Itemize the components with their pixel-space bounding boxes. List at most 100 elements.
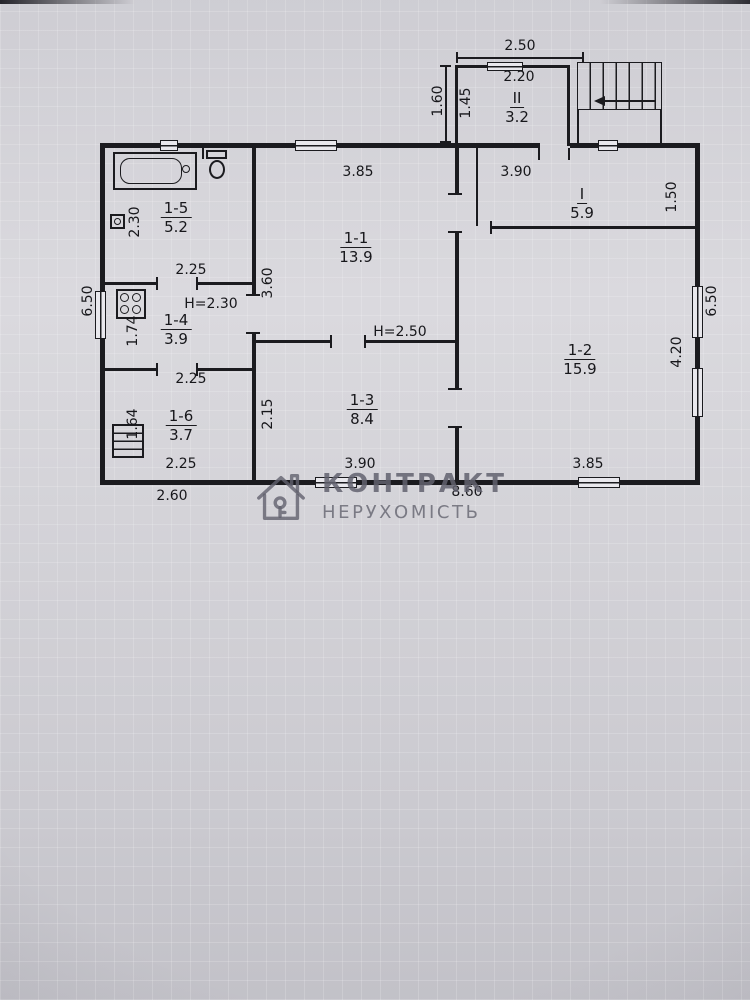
room-area: 5.2 <box>164 217 188 236</box>
sink-fixture <box>110 214 125 229</box>
window-symbol <box>578 477 620 488</box>
dim-bottom-left-outer: 2.60 <box>156 488 188 504</box>
bathtub-fixture <box>113 152 197 190</box>
stove-fixture <box>116 289 146 319</box>
stove-burner <box>120 305 129 314</box>
watermark-subtitle: НЕРУХОМІСТЬ <box>322 502 481 523</box>
toilet-fixture <box>206 150 227 159</box>
door-jamb-tick <box>448 426 462 428</box>
photo-edge-shadow <box>0 0 750 4</box>
wall <box>366 340 459 343</box>
room-area: 15.9 <box>563 359 597 378</box>
watermark-text: КОНТРАКТ НЕРУХОМІСТЬ <box>322 470 507 523</box>
room-area: 3.7 <box>169 425 193 444</box>
dim-room12-depth: 4.20 <box>669 336 685 368</box>
window-symbol <box>95 291 106 339</box>
wall <box>455 65 458 143</box>
partition-stub <box>202 145 204 159</box>
window-symbol <box>160 140 178 151</box>
wall <box>455 233 459 390</box>
wall <box>567 65 570 146</box>
dim-room16-width: 2.25 <box>165 456 197 472</box>
wall <box>100 368 158 371</box>
room-area: 3.9 <box>164 329 188 348</box>
window-symbol <box>487 62 523 71</box>
room-number: 1-6 <box>165 408 197 426</box>
wall <box>254 340 332 343</box>
door-jamb-tick <box>196 363 198 376</box>
dimension-line <box>457 57 583 59</box>
dimension-tick <box>582 52 584 63</box>
dim-room14-width: 2.25 <box>175 371 207 387</box>
wall <box>492 226 695 229</box>
wall <box>455 428 459 485</box>
boiler-fixture <box>112 424 144 458</box>
window-symbol <box>692 286 703 338</box>
dimension-tick <box>440 141 451 143</box>
bathtub-inner <box>120 158 182 184</box>
room-label-1-6: 1-6 3.7 <box>165 408 197 444</box>
room-number: 1-3 <box>346 392 378 410</box>
room-label-II: II 3.2 <box>505 90 529 126</box>
dim-left-outer: 6.50 <box>80 285 96 317</box>
stairs-direction-line <box>604 100 656 102</box>
room-number: 1-2 <box>564 342 596 360</box>
door-jamb-tick <box>448 193 462 195</box>
door-jamb-tick <box>196 277 198 290</box>
wall <box>100 480 700 485</box>
room-area: 8.4 <box>350 409 374 428</box>
room-area: 13.9 <box>339 247 373 266</box>
dim-room11-width: 3.85 <box>342 164 374 180</box>
room-number: I <box>576 186 588 204</box>
door-jamb-tick <box>156 277 158 290</box>
dim-right-outer: 6.50 <box>704 285 720 317</box>
door-jamb-tick <box>246 294 260 296</box>
toilet-bowl <box>209 160 225 179</box>
wall <box>252 143 256 295</box>
flue-shaft-wall <box>476 146 478 226</box>
agency-watermark: КОНТРАКТ НЕРУХОМІСТЬ <box>252 468 552 526</box>
dim-room15-depth: 2.30 <box>127 206 143 238</box>
room-number: 1-4 <box>160 312 192 330</box>
door-jamb-tick <box>538 148 540 160</box>
wall <box>570 143 700 148</box>
room-label-1-5: 1-5 5.2 <box>160 200 192 236</box>
dim-room11-depth: 3.60 <box>260 267 276 299</box>
dimension-tick <box>456 52 458 63</box>
dim-annex-depth-inner: 1.45 <box>458 87 474 119</box>
stove-burner <box>120 293 129 302</box>
porch-line <box>660 110 662 143</box>
dim-room13-depth: 2.15 <box>260 398 276 430</box>
dim-annex-width-inner: 2.20 <box>503 69 535 85</box>
stairs-direction-arrow-icon <box>594 96 605 106</box>
stove-burner <box>132 293 141 302</box>
room-label-1-1: 1-1 13.9 <box>339 230 372 266</box>
house-key-icon <box>257 474 305 520</box>
door-jamb-tick <box>490 221 492 234</box>
window-symbol <box>598 140 618 151</box>
door-jamb-tick <box>330 335 332 348</box>
dim-room14-depth: 1.74 <box>125 315 141 347</box>
wall <box>252 333 256 485</box>
height-note-230: H=2.30 <box>184 296 238 312</box>
staircase <box>577 62 662 110</box>
window-symbol <box>692 368 703 417</box>
watermark-title: КОНТРАКТ <box>322 469 508 500</box>
dim-bottom-main-outer: 8.60 <box>451 484 483 500</box>
room-area: 5.9 <box>570 203 594 222</box>
stove-burner <box>132 305 141 314</box>
height-note-250: H=2.50 <box>373 324 427 340</box>
wall <box>196 368 256 371</box>
door-jamb-tick <box>568 148 570 160</box>
dim-annex-width-outer: 2.50 <box>504 38 536 54</box>
dim-annex-depth-outer: 1.60 <box>430 85 446 117</box>
wall <box>455 143 459 195</box>
room-number: 1-1 <box>340 230 372 248</box>
door-jamb-tick <box>246 332 260 334</box>
dim-room16-depth: 1.64 <box>125 408 141 440</box>
room-label-1-4: 1-4 3.9 <box>160 312 192 348</box>
window-symbol <box>315 477 357 488</box>
wall <box>196 282 256 285</box>
bathtub-drain <box>182 165 190 173</box>
